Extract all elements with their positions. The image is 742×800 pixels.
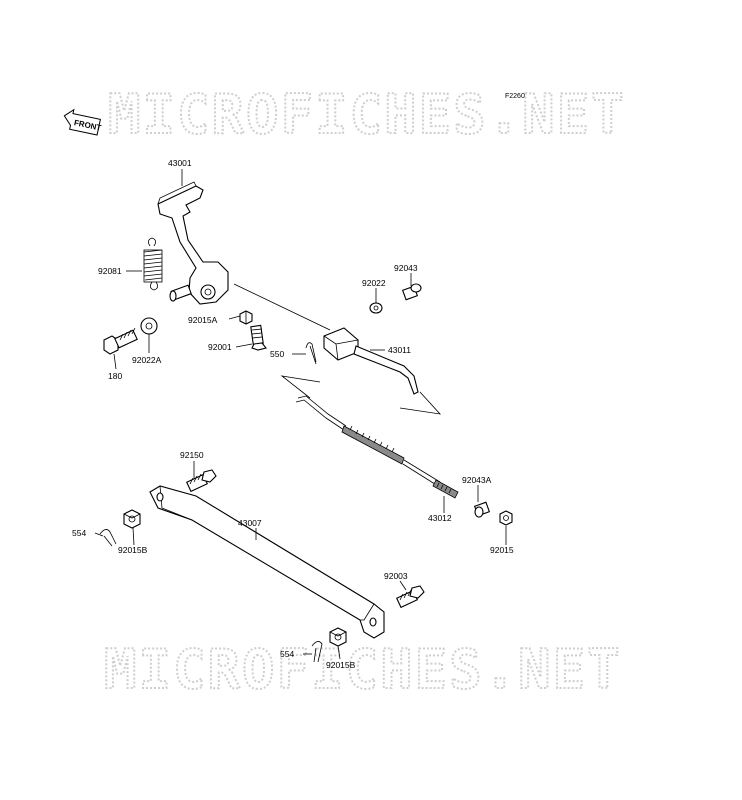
stopper-bolt-part <box>250 324 267 351</box>
brake-pedal-part <box>157 181 229 305</box>
label-180: 180 <box>108 371 122 381</box>
label-92003: 92003 <box>384 571 408 581</box>
lower-link-bolt-part <box>395 585 425 609</box>
label-92015: 92015 <box>490 545 514 555</box>
label-43001: 43001 <box>168 158 192 168</box>
joint-nut-part <box>499 510 513 526</box>
upper-nut-part <box>123 509 141 529</box>
label-92150: 92150 <box>180 450 204 460</box>
label-554-upper: 554 <box>72 528 86 538</box>
label-92015B-upper: 92015B <box>118 545 148 555</box>
diagram-code: F2260 <box>505 93 525 100</box>
label-43012: 43012 <box>428 513 452 523</box>
label-92022: 92022 <box>362 278 386 288</box>
brake-rod-part <box>295 395 459 499</box>
label-554-lower: 554 <box>280 649 294 659</box>
leader-lines <box>94 169 507 660</box>
label-92081: 92081 <box>98 266 122 276</box>
label-43011: 43011 <box>388 345 411 355</box>
label-550: 550 <box>270 349 284 359</box>
label-92001: 92001 <box>208 342 232 352</box>
washer-part <box>140 317 158 335</box>
label-92022A: 92022A <box>132 355 162 365</box>
joint-pin-part <box>473 501 491 518</box>
front-arrow-icon: FRONT <box>63 108 102 136</box>
cotter-pin-upper-part <box>99 529 117 547</box>
clevis-pin-part <box>401 283 422 301</box>
section-indicator <box>280 375 442 415</box>
connection-line <box>233 283 331 331</box>
cotter-pin-lower-part <box>311 641 323 663</box>
label-43007: 43007 <box>238 518 262 528</box>
pivot-bolt-part <box>103 327 138 355</box>
small-washer-part <box>369 302 383 314</box>
upper-link-bolt-part <box>185 469 217 493</box>
return-spring-part <box>143 237 163 291</box>
nut-part <box>239 310 253 325</box>
lower-nut-part <box>329 627 347 647</box>
label-92015A: 92015A <box>188 315 218 325</box>
watermark-bottom: MICROFICHES.NET <box>104 638 622 701</box>
brake-link-bar-part <box>149 485 385 639</box>
label-92043: 92043 <box>394 263 418 273</box>
watermark-top: MICROFICHES.NET <box>108 83 626 146</box>
cotter-pin-part <box>305 342 317 365</box>
label-92043A: 92043A <box>462 475 492 485</box>
label-92015B-lower: 92015B <box>326 660 356 670</box>
brake-rod-clevis-part <box>323 327 419 395</box>
